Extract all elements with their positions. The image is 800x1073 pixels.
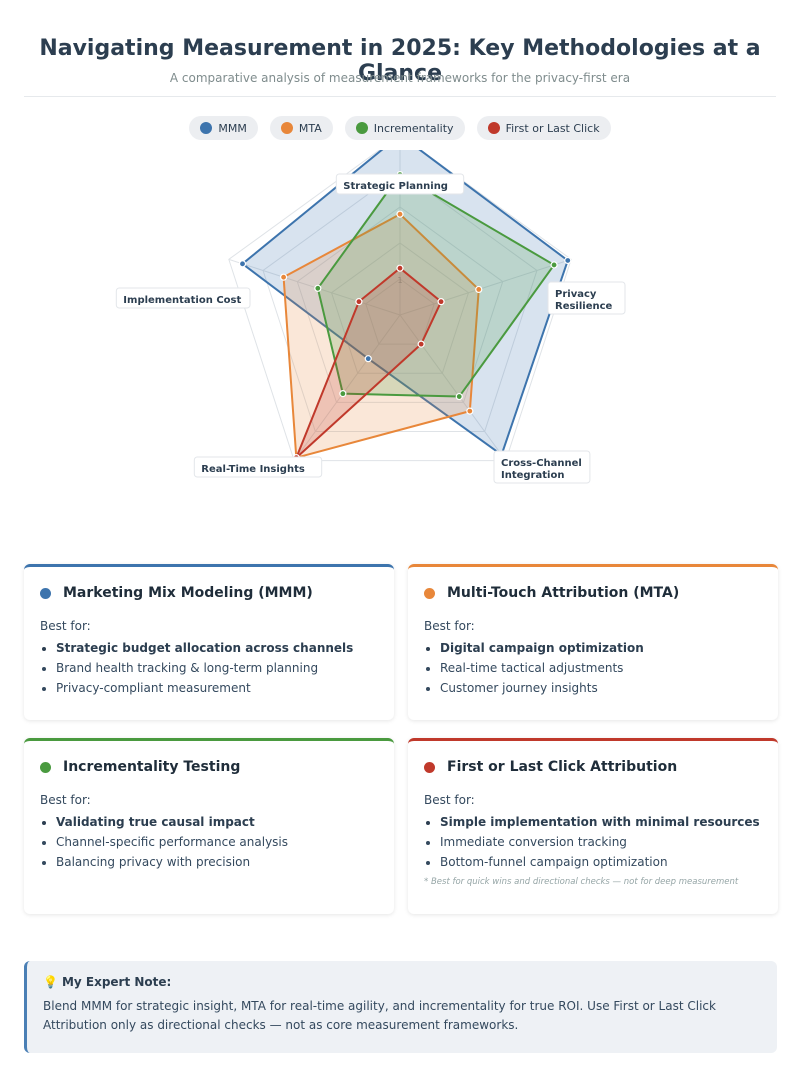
list-item: Immediate conversion tracking <box>440 835 762 849</box>
card-list-incrementality: Validating true causal impact Channel-sp… <box>40 815 378 869</box>
axis-label: Strategic Planning <box>335 173 465 195</box>
page-subtitle: A comparative analysis of measurement fr… <box>169 71 631 85</box>
axis-label-text: Integration <box>501 470 564 481</box>
card-title-mta: Multi-Touch Attribution (MTA) <box>447 585 680 601</box>
series-area-2 <box>316 173 556 398</box>
list-item: Brand health tracking & long-term planni… <box>56 661 378 675</box>
legend-label-mmm: MMM <box>218 121 247 135</box>
legend-dot-click <box>487 122 500 134</box>
list-item: Simple implementation with minimal resou… <box>440 815 762 829</box>
axis-label: Implementation Cost <box>115 287 251 309</box>
legend-item-click[interactable]: First or Last Click <box>476 116 611 140</box>
grid-ring <box>330 242 470 374</box>
card-dot-incrementality <box>40 761 51 773</box>
series-area-1 <box>282 213 480 459</box>
series-point-2 <box>314 284 322 292</box>
series-point-3 <box>355 298 363 306</box>
axis-label-text: Resilience <box>555 301 613 312</box>
grid-ring <box>365 278 435 345</box>
legend-label-click: First or Last Click <box>505 121 600 135</box>
best-for-label: Best for: <box>40 793 91 807</box>
grid-ring <box>296 206 504 403</box>
list-item: Bottom-funnel campaign optimization <box>440 855 762 869</box>
series-point-1 <box>396 210 404 218</box>
axis-label-text: Implementation Cost <box>123 295 241 306</box>
card-title-mmm: Marketing Mix Modeling (MMM) <box>63 585 313 601</box>
list-item: Strategic budget allocation across chann… <box>56 641 378 655</box>
legend-dot-mta <box>280 122 293 134</box>
grid-ring <box>228 150 572 462</box>
list-item: Balancing privacy with precision <box>56 855 378 869</box>
page-title: Navigating Measurement in 2025: Key Meth… <box>39 36 761 86</box>
legend-dot-incrementality <box>355 122 368 134</box>
card-dot-mmm <box>40 587 51 599</box>
legend-item-mmm[interactable]: MMM <box>189 116 258 140</box>
radar-chart: 1 Strategic PlanningPrivacyResilienceCros… <box>115 150 626 484</box>
series-point-3 <box>417 340 425 348</box>
list-item: Customer journey insights <box>440 681 762 695</box>
axis-label-box <box>493 450 591 484</box>
axis-label-text: Real-Time Insights <box>201 464 305 475</box>
series-point-1 <box>466 407 474 415</box>
grid-spoke <box>399 314 507 461</box>
series-point-0 <box>238 260 247 268</box>
grid-spoke <box>293 314 401 461</box>
list-item: Privacy-compliant measurement <box>56 681 378 695</box>
list-item: Validating true causal impact <box>56 815 378 829</box>
list-item: Channel-specific performance analysis <box>56 835 378 849</box>
series-point-3 <box>437 298 445 306</box>
lightbulb-icon: 💡 <box>43 975 58 989</box>
grid-ring <box>262 170 538 432</box>
legend-item-mta[interactable]: MTA <box>269 116 333 140</box>
series-point-3 <box>396 264 404 272</box>
card-mta: Multi-Touch Attribution (MTA) Best for: … <box>408 564 778 720</box>
series-point-2 <box>550 261 558 269</box>
grid-spoke <box>399 258 572 316</box>
best-for-label: Best for: <box>40 619 91 633</box>
card-title-incrementality: Incrementality Testing <box>63 759 241 775</box>
card-list-click: Simple implementation with minimal resou… <box>424 815 762 869</box>
best-for-label: Best for: <box>424 793 475 807</box>
tick-label: 1 <box>397 276 402 285</box>
legend-label-mta: MTA <box>298 121 322 135</box>
axis-label-text: Strategic Planning <box>343 181 448 192</box>
axis-label-text: Cross-Channel <box>501 458 582 469</box>
card-mmm: Marketing Mix Modeling (MMM) Best for: S… <box>24 564 394 720</box>
card-list-mmm: Strategic budget allocation across chann… <box>40 641 378 695</box>
axis-label-box <box>115 287 251 309</box>
card-dot-mta <box>424 587 435 599</box>
card-footnote: * Best for quick wins and directional ch… <box>424 877 739 887</box>
card-title-click: First or Last Click Attribution <box>447 759 678 775</box>
legend-item-incrementality[interactable]: Incrementality <box>344 116 465 140</box>
list-item: Digital campaign optimization <box>440 641 762 655</box>
expert-note-text: Blend MMM for strategic insight, MTA for… <box>43 999 716 1032</box>
axis-label-box <box>335 173 465 195</box>
card-click: First or Last Click Attribution Best for… <box>408 738 778 914</box>
legend-dot-mmm <box>200 122 213 134</box>
list-item: Real-time tactical adjustments <box>440 661 762 675</box>
series-point-2 <box>455 392 463 401</box>
series-point-1 <box>475 285 483 294</box>
header-divider <box>24 96 776 97</box>
series-area-3 <box>295 267 443 459</box>
card-dot-click <box>424 761 435 773</box>
card-incrementality: Incrementality Testing Best for: Validat… <box>24 738 394 914</box>
card-list-mta: Digital campaign optimization Real-time … <box>424 641 762 695</box>
chart-legend: MMM MTA Incrementality First or Last Cli… <box>0 116 800 140</box>
axis-label-box <box>547 281 626 315</box>
series-point-1 <box>279 273 288 281</box>
axis-label-text: Privacy <box>555 289 597 300</box>
axis-label-box <box>193 456 323 478</box>
axis-label: Real-Time Insights <box>193 456 323 478</box>
legend-label-incrementality: Incrementality <box>373 121 454 135</box>
best-for-label: Best for: <box>424 619 475 633</box>
series-point-0 <box>564 256 572 265</box>
expert-note-title: My Expert Note: <box>61 975 172 989</box>
series-point-0 <box>364 355 372 363</box>
series-point-2 <box>339 390 347 398</box>
expert-note: 💡 My Expert Note: Blend MMM for strategi… <box>24 961 777 1053</box>
